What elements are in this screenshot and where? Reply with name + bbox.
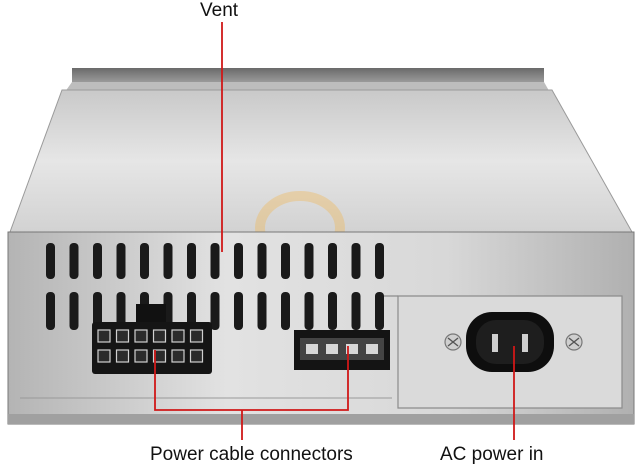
vent-slot xyxy=(351,243,361,279)
vent-slot xyxy=(304,292,314,330)
connector-pin xyxy=(171,349,185,363)
vent-slot xyxy=(93,292,102,330)
vent-slot xyxy=(281,243,290,279)
connector-pin xyxy=(189,329,204,343)
vent-slot xyxy=(116,243,126,279)
vent-slot xyxy=(46,243,55,279)
vent-slot xyxy=(351,292,361,330)
power-connector-4pin xyxy=(294,330,390,370)
vent-slot xyxy=(163,243,173,279)
vent-slot xyxy=(328,292,337,330)
connector-pin xyxy=(171,329,185,343)
vent-slot xyxy=(187,292,196,330)
vent-slots xyxy=(46,243,384,330)
callout-lines xyxy=(154,22,515,440)
vent-slot xyxy=(328,243,337,279)
connector-pin xyxy=(134,349,148,363)
vent-slot xyxy=(210,243,220,279)
connector-pin xyxy=(97,329,111,343)
connector-pin xyxy=(115,329,130,343)
connectors-callout-line xyxy=(154,346,349,411)
vent-slot xyxy=(140,243,149,279)
screw-icon xyxy=(565,333,583,351)
vent-slot xyxy=(234,292,243,330)
connector-pin xyxy=(189,349,204,363)
vent-slot xyxy=(210,292,220,330)
connector-pin xyxy=(115,349,130,363)
vent-slot xyxy=(46,292,55,330)
vent-slot xyxy=(257,243,267,279)
vent-label: Vent xyxy=(200,0,239,21)
ac-power-in-label: AC power in xyxy=(440,444,544,465)
connector-pin xyxy=(97,349,111,363)
ac-power-inlet xyxy=(466,312,554,372)
vent-slot xyxy=(116,292,126,330)
vent-slot xyxy=(69,243,79,279)
power-connector-12pin xyxy=(92,304,212,374)
vent-slot xyxy=(69,292,79,330)
vent-slot xyxy=(304,243,314,279)
connector-pin xyxy=(152,329,167,343)
vent-slot xyxy=(375,292,384,330)
vent-slot xyxy=(234,243,243,279)
vent-slot xyxy=(281,292,290,330)
power-cable-connectors-label: Power cable connectors xyxy=(150,444,353,465)
vent-slot xyxy=(375,243,384,279)
vent-slot xyxy=(257,292,267,330)
screw-icon xyxy=(444,333,462,351)
connector-pin xyxy=(134,329,148,343)
vent-slot xyxy=(187,243,196,279)
chassis-top-panel xyxy=(9,89,633,233)
vent-slot xyxy=(93,243,102,279)
connector-pin xyxy=(152,349,167,363)
